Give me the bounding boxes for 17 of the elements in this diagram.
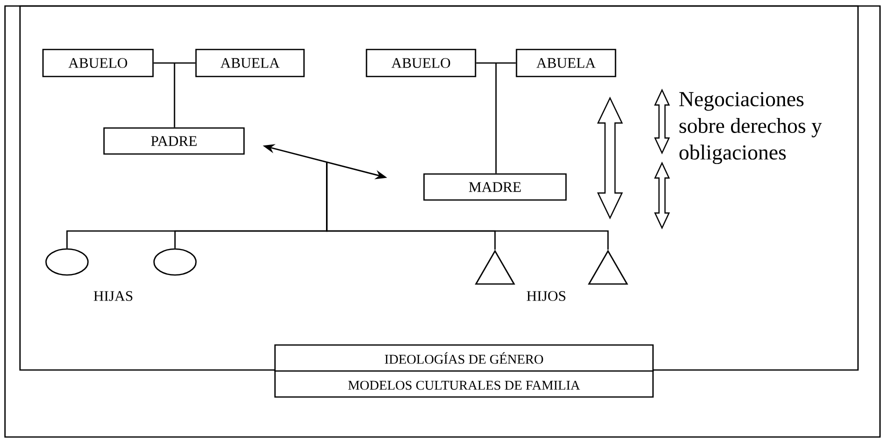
couple-line <box>154 62 196 64</box>
ellipse-symbol <box>45 248 89 276</box>
caption-text: Negociaciones sobre derechos y obligaciones <box>679 92 822 164</box>
descent-line <box>495 63 497 174</box>
kin-box: ABUELA <box>195 48 305 78</box>
ellipse-symbol <box>153 248 197 276</box>
group-label: HIJAS <box>94 291 132 301</box>
context-box: IDEOLOGÍAS DE GÉNERO MODELOS CULTURALES DE FAMILIA <box>274 344 654 398</box>
couple-line <box>476 62 516 64</box>
kin-box: PADRE <box>103 127 245 155</box>
kin-box: ABUELA <box>516 48 616 78</box>
descent-line <box>174 63 176 128</box>
group-label: HIJOS <box>526 291 566 301</box>
descent-line <box>326 162 609 250</box>
kin-box: ABUELO <box>366 48 476 78</box>
kin-box: ABUELO <box>42 48 154 78</box>
kin-box: MADRE <box>423 173 567 201</box>
